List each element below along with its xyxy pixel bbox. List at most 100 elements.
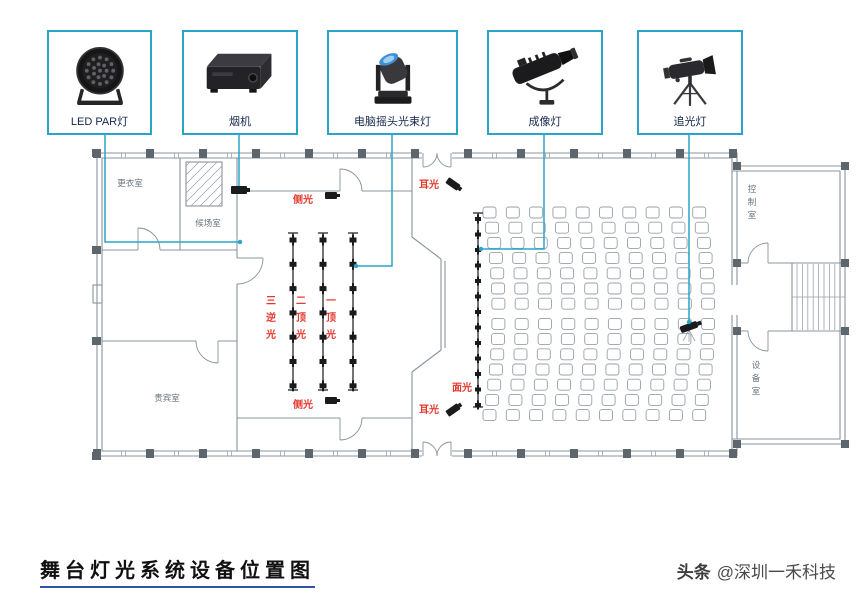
vertical-label: 设: [752, 360, 761, 370]
light-fixture: [292, 307, 294, 319]
fog-machine-drawing: [206, 53, 272, 93]
equipment-label: 电脑摇头光束灯: [354, 116, 431, 128]
seat: [487, 236, 502, 249]
wall-column: [841, 259, 849, 267]
light-fixture: [477, 354, 479, 363]
light-fixture: [352, 380, 354, 392]
vertical-label: 三: [266, 295, 276, 307]
wall-column: [841, 440, 849, 448]
seat: [584, 297, 599, 310]
wall-column: [570, 149, 578, 158]
side-light-top-label: 侧光: [293, 193, 313, 206]
wall-column: [358, 449, 366, 458]
seat: [535, 363, 550, 376]
left-wall-niche: [92, 284, 103, 304]
seat: [584, 317, 599, 330]
seat: [531, 393, 546, 406]
profile-spot-image: [497, 35, 593, 117]
floorplan-walls: [92, 151, 846, 458]
vertical-label: 逆: [266, 311, 276, 324]
equipment-label: 烟机: [229, 116, 251, 128]
seat: [558, 363, 573, 376]
wall-column: [733, 327, 741, 335]
seat: [561, 297, 576, 310]
seat: [531, 221, 546, 234]
light-fixture: [292, 331, 294, 343]
seat: [648, 221, 663, 234]
stage-top-door: [339, 168, 363, 192]
led-dot: [104, 68, 109, 73]
seat: [514, 297, 529, 310]
backstage-walls: [102, 158, 237, 342]
follow-spot-icon: [679, 320, 702, 342]
ear-light-bottom-icon: [445, 402, 463, 417]
seat: [560, 267, 575, 280]
light-fixture: [477, 307, 479, 317]
connector-profile-spot: [481, 135, 545, 250]
light-fixture: [352, 258, 354, 270]
seat: [627, 378, 641, 391]
seat: [485, 221, 500, 234]
light-fixture: [352, 283, 354, 295]
light-fixture: [477, 214, 479, 224]
seat: [488, 363, 503, 376]
vertical-label: 室: [752, 386, 761, 396]
light-fixture: [292, 258, 294, 270]
follow-spot-drawing: [663, 55, 716, 106]
vip-room-label: 贵宾室: [154, 393, 180, 403]
seat: [653, 267, 668, 280]
vertical-label: 顶: [296, 312, 306, 324]
seat: [606, 267, 621, 280]
seat: [699, 267, 714, 280]
seat: [675, 363, 690, 376]
wall-column: [92, 246, 101, 254]
led-dot: [101, 63, 106, 68]
seat: [650, 378, 665, 391]
seat: [648, 393, 663, 406]
dressing-room-label: 更衣室: [117, 178, 143, 188]
wall-column: [411, 149, 419, 158]
seat: [561, 317, 576, 330]
seat: [698, 252, 713, 265]
seat: [696, 236, 711, 249]
led-dot: [109, 75, 113, 80]
seat: [575, 409, 590, 422]
seat: [491, 333, 505, 346]
fog-machine-icon: [231, 186, 250, 194]
vertical-label: 二: [296, 295, 306, 307]
seat: [700, 282, 715, 295]
seat: [671, 221, 686, 234]
stage-walls: [237, 158, 413, 451]
light-fixture: [477, 385, 479, 394]
seat: [555, 221, 569, 234]
wall-column: [729, 149, 737, 158]
connectors: [104, 135, 692, 325]
seat: [529, 206, 544, 219]
seat: [652, 363, 666, 376]
page-title: 舞台灯光系统设备位置图: [40, 554, 315, 588]
light-fixture: [322, 307, 324, 319]
equipment-box-profile-spot: 成像灯: [487, 30, 603, 135]
wall-column: [305, 449, 313, 458]
vertical-label: 制: [748, 197, 757, 207]
seat: [584, 333, 599, 346]
vertical-label: 光: [295, 328, 306, 341]
wall-column: [623, 449, 631, 458]
seat: [512, 252, 527, 265]
equipment-label: LED PAR灯: [70, 116, 129, 128]
seat: [601, 221, 616, 234]
seat: [538, 297, 552, 310]
hall-top-double-door: [422, 152, 452, 168]
seat: [580, 378, 595, 391]
wall-column: [199, 449, 207, 458]
waiting-room-label: 候场室: [195, 218, 221, 228]
seat: [698, 363, 713, 376]
seat: [491, 297, 506, 310]
seat: [605, 252, 620, 265]
hall-bottom-double-door: [422, 441, 452, 457]
seat: [513, 267, 528, 280]
follow-spot-image: [646, 35, 734, 117]
wall-column: [411, 449, 419, 458]
seat: [630, 282, 645, 295]
seat: [630, 348, 644, 361]
